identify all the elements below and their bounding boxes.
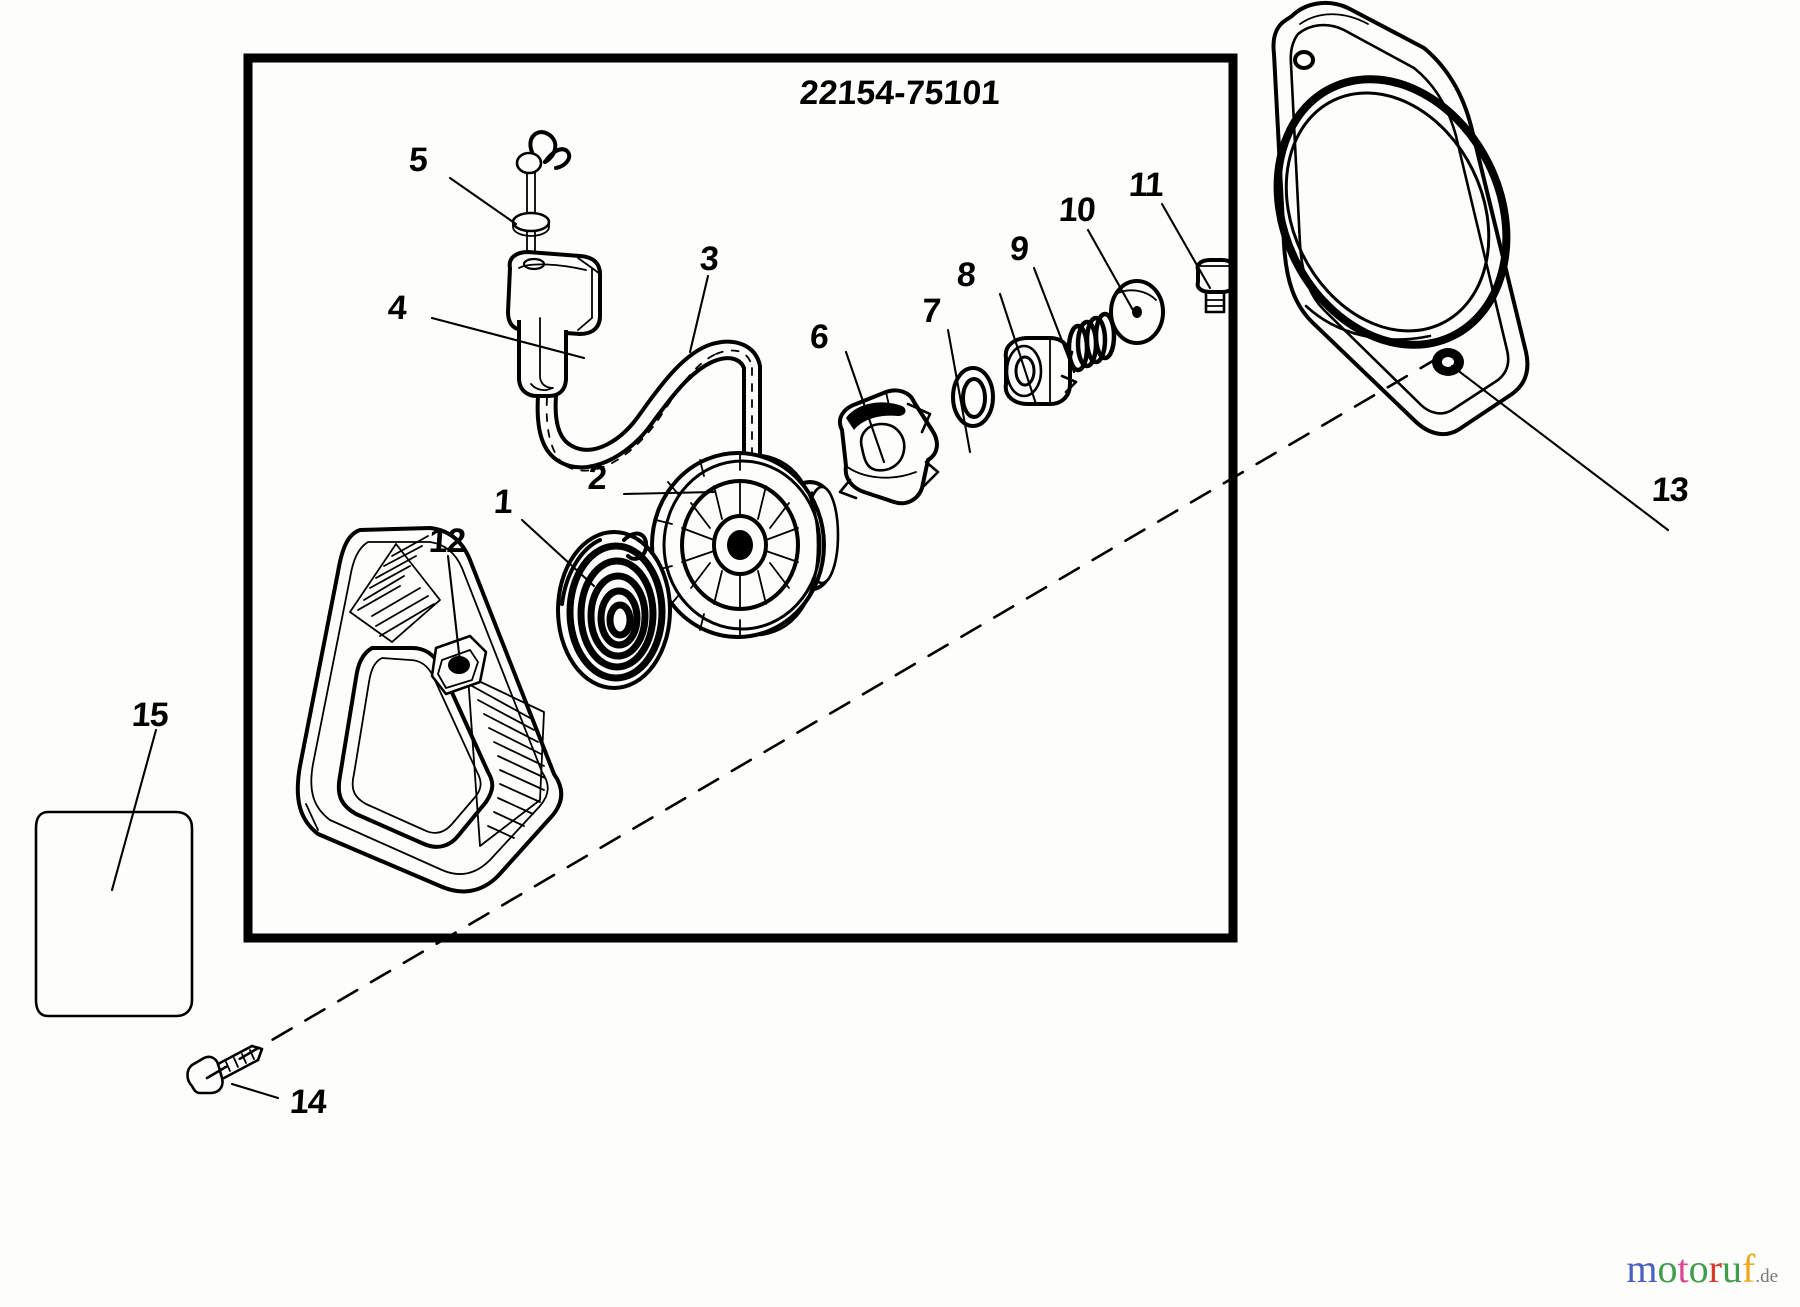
callout-1[interactable]: 1 [492, 483, 514, 521]
leader-3 [688, 274, 710, 354]
callout-13[interactable]: 13 [1650, 471, 1690, 509]
leader-14 [230, 1082, 280, 1100]
callout-2[interactable]: 2 [586, 459, 608, 497]
watermark-letter-t: t [1677, 1246, 1689, 1291]
part-2-starter-pulley-reel [650, 451, 840, 639]
watermark-letter-u: u [1721, 1246, 1742, 1291]
watermark-letter-o1: o [1657, 1246, 1678, 1291]
leader-7 [946, 328, 972, 454]
leader-4 [430, 316, 586, 360]
part-15-decal-label-plate [34, 810, 194, 1018]
leader-5 [448, 176, 518, 226]
leader-8 [998, 292, 1038, 406]
assembly-dashed-guideline [205, 353, 1445, 1080]
part-10-flat-washer [1109, 279, 1165, 345]
site-watermark: motoruf.de [1626, 1249, 1778, 1289]
part-14-mounting-screw [186, 1044, 264, 1095]
callout-10[interactable]: 10 [1057, 191, 1097, 229]
callout-3[interactable]: 3 [698, 240, 720, 278]
watermark-suffix: .de [1755, 1266, 1778, 1287]
part-11-screw-bolt [1195, 258, 1236, 314]
leader-6 [844, 350, 886, 464]
leader-lines [110, 176, 1670, 1100]
watermark-letter-f: f [1741, 1246, 1756, 1291]
leader-13 [1450, 364, 1670, 532]
leader-10 [1086, 228, 1136, 314]
callout-5[interactable]: 5 [407, 141, 429, 179]
callout-12[interactable]: 12 [427, 522, 467, 560]
page-title: 22154-75101 [798, 74, 1002, 112]
leader-11 [1160, 202, 1212, 290]
watermark-letter-o2: o [1688, 1246, 1709, 1291]
leader-1 [520, 518, 596, 588]
watermark-letter-m: m [1626, 1246, 1658, 1291]
callout-14[interactable]: 14 [288, 1083, 328, 1121]
diagram-border [243, 53, 1238, 943]
part-4-starter-handle-grip [506, 250, 602, 398]
part-6-ratchet-guide-plate [837, 388, 940, 506]
callout-4[interactable]: 4 [386, 289, 408, 327]
callout-9[interactable]: 9 [1008, 230, 1030, 268]
callout-11[interactable]: 11 [1127, 166, 1165, 204]
part-12-starter-housing-cover [295, 526, 564, 894]
part-13-fan-housing-shroud [1271, 0, 1530, 437]
part-8-ratchet-cam-collar [1003, 336, 1078, 406]
leader-12 [446, 554, 462, 664]
callout-6[interactable]: 6 [808, 318, 830, 356]
leader-15 [110, 728, 158, 892]
callout-8[interactable]: 8 [955, 256, 977, 294]
part-9-coil-spring [1066, 311, 1117, 373]
part-12-boss-insert [430, 634, 488, 696]
callout-15[interactable]: 15 [130, 696, 170, 734]
part-1-recoil-rewind-spring [556, 530, 672, 690]
part-7-friction-washer [951, 366, 995, 428]
callout-7[interactable]: 7 [920, 292, 942, 330]
leader-2 [622, 490, 716, 496]
leader-9 [1032, 266, 1076, 374]
part-5-rope-retainer-knot-bushing [511, 130, 572, 263]
watermark-letter-r: r [1708, 1246, 1722, 1291]
